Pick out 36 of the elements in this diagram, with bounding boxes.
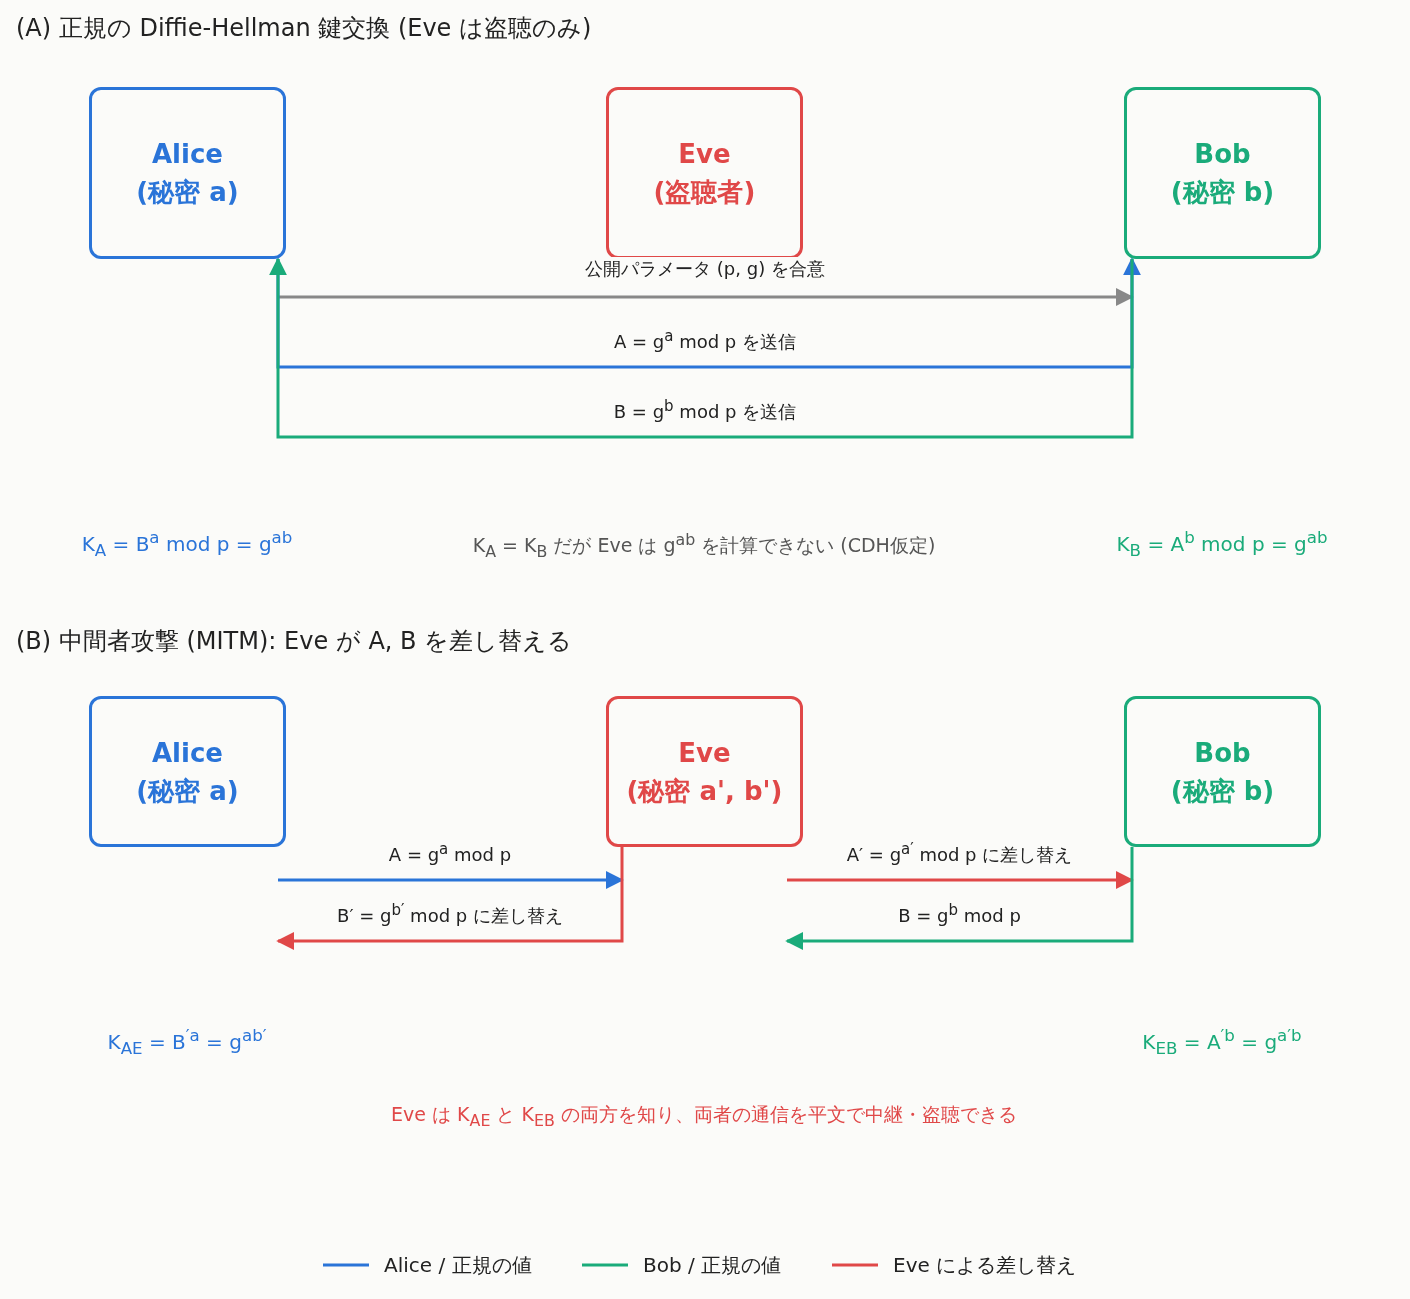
note: K$_{A}$ = K$_{B}$ だが Eve は g$^{ab}$ を計算できない (CDH仮定) [472,530,936,562]
node-subtitle: (秘密 a) [136,774,239,808]
node-subtitle: (秘密 a) [136,176,239,209]
node-subtitle: (盗聴者) [653,176,756,209]
node-heading: Eve [678,138,731,171]
section-heading: (B) 中間者攻撃 (MITM): Eve が A, B を差し替える [16,626,573,657]
formula: K$_{AE}$ = B$^{′a}$ = g$^{ab′}$ [107,1026,267,1058]
edge-label: 公開パラメータ (p, g) を合意 [582,257,828,281]
arrow [278,288,1134,306]
arrow [278,871,624,889]
legend-label: Eve による差し替え [893,1252,1077,1279]
section-heading: (A) 正規の Diffie-Hellman 鍵交換 (Eve は盗聴のみ) [16,13,592,44]
arrow [785,847,1134,950]
person-box [606,696,803,847]
node-subtitle: (秘密 b) [1170,176,1275,209]
node-heading: Bob [1194,138,1251,171]
node-heading: Alice [152,736,223,770]
arrow [276,847,624,950]
node-heading: Eve [678,736,731,770]
person-box [89,696,286,847]
node-heading: Bob [1194,736,1251,770]
formula: K$_{B}$ = A$^{b}$ mod p = g$^{ab}$ [1116,528,1328,560]
arrow [787,871,1134,889]
person-box [1124,696,1321,847]
person-box [1124,87,1321,259]
node-subtitle: (秘密 a', b') [626,774,783,808]
legend-label: Alice / 正規の値 [384,1252,532,1279]
formula: K$_{A}$ = B$^{a}$ mod p = g$^{ab}$ [81,528,293,560]
node-subtitle: (秘密 b) [1170,774,1275,808]
arrow [269,257,1134,439]
person-box [606,87,803,259]
node-heading: Alice [152,138,223,171]
formula: K$_{EB}$ = A$^{′b}$ = g$^{a′b}$ [1142,1026,1302,1058]
legend-label: Bob / 正規の値 [643,1252,782,1279]
note: Eve は K$_{AE}$ と K$_{EB}$ の両方を知り、両者の通信を平文で中継・盗聴できる [391,1102,1017,1130]
person-box [89,87,286,259]
